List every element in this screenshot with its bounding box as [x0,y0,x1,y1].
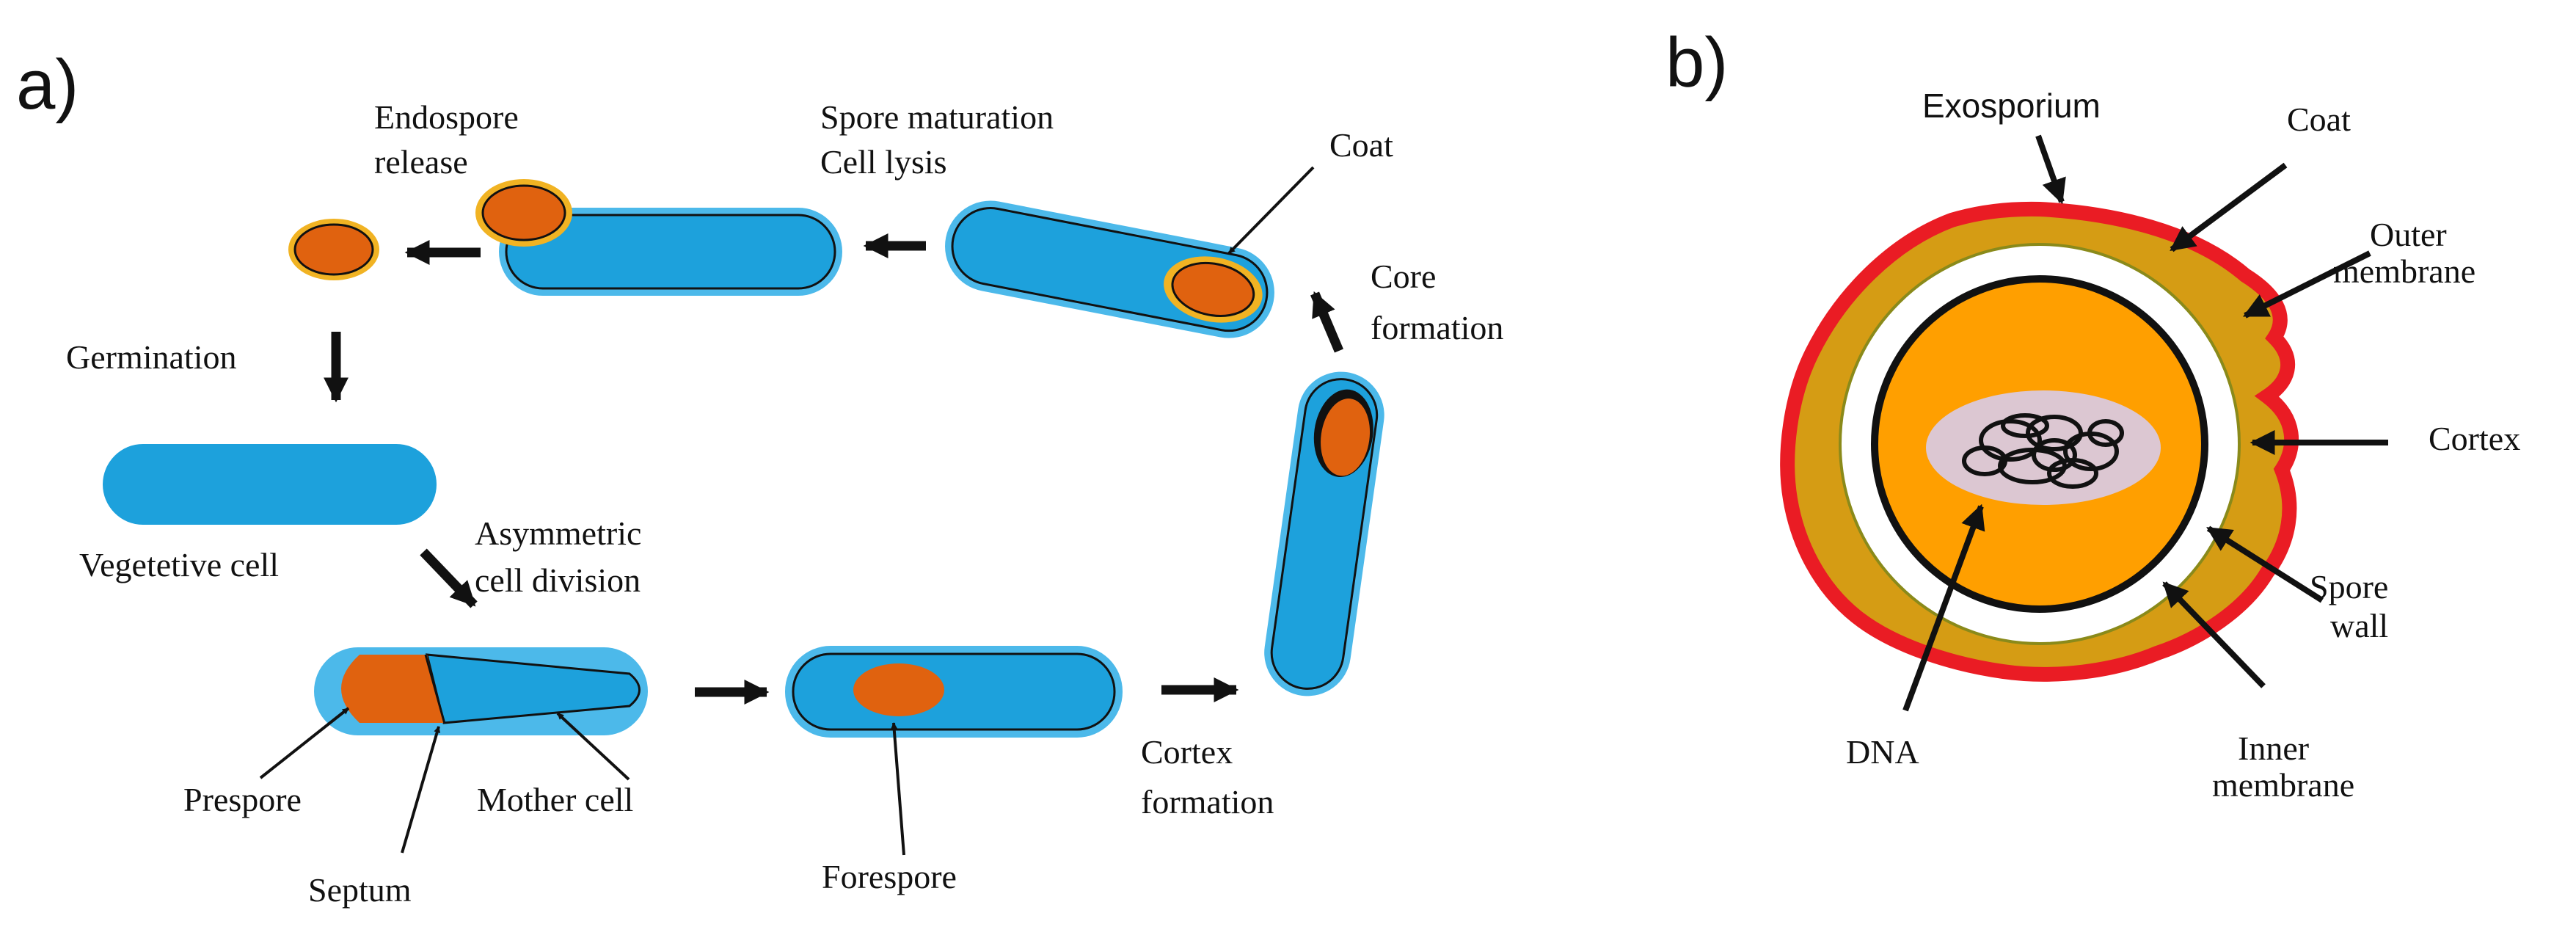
panel-a-tag: a) [16,46,79,124]
vegetative-cell [103,444,437,525]
label-forespore: Forespore [822,858,957,895]
panel-b: b) [1665,23,2520,804]
label-cortex: Cortex [2429,420,2520,457]
pointer-coat-b [2170,162,2288,252]
label-spore-wall: Spore wall [2310,568,2397,644]
pointer-coat [1227,166,1315,255]
label-mother-cell: Mother cell [477,781,633,818]
core-stage-cell [1264,371,1384,696]
pointer-exosporium [2035,134,2066,205]
cycle-arrows [324,233,1343,705]
pointer-forespore [891,722,905,856]
label-asymmetric-division: Asymmetric cell division [475,514,650,599]
label-germination: Germination [66,338,237,376]
label-cortex-formation: Cortex formation [1141,733,1274,821]
label-coat: Coat [1329,126,1393,164]
pointer-inner-membrane [2162,581,2266,688]
label-prespore: Prespore [183,781,302,818]
pointer-septum [401,726,441,854]
lysing-cell [475,179,842,296]
arrow-division [420,548,478,608]
label-core-formation: Core formation [1371,258,1503,346]
label-coat-b: Coat [2287,101,2351,138]
panel-b-pointers [1902,134,2388,712]
pointer-dna [1902,503,1985,712]
spore-cross-section [1780,201,2299,682]
panel-b-tag: b) [1665,23,1728,102]
label-septum: Septum [308,871,412,909]
pointer-spore-wall [2206,525,2324,603]
label-vegetative-cell: Vegetetive cell [79,546,279,583]
label-endospore-release: Endospore release [374,98,527,181]
pointer-outer-membrane [2242,250,2371,319]
label-spore-maturation: Spore maturation Cell lysis [820,98,1062,181]
label-outer-membrane: Outer membrane [2333,216,2475,290]
pointer-lines [259,166,1315,856]
forespore-cell [785,646,1123,738]
released-endospore [288,219,379,280]
dividing-cell [314,647,648,735]
panel-a: a) [16,46,1503,909]
label-dna: DNA [1846,733,1919,771]
label-exosporium: Exosporium [1922,87,2101,125]
label-inner-membrane: Inner membrane [2212,730,2354,804]
pointer-mother-cell [556,712,630,781]
coat-stage-cell [945,200,1274,338]
arrow-core [1310,291,1343,353]
pointer-prespore [259,707,350,779]
dna-strands [1962,413,2124,489]
